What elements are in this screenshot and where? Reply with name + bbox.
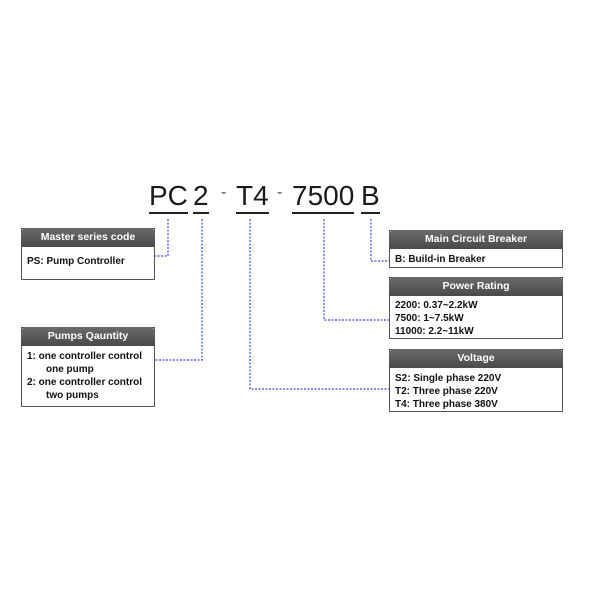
master-series-line: PS: Pump Controller (27, 256, 125, 267)
code-segment-voltage: T4 (236, 180, 269, 214)
power-rating-line: 11000: 2.2~11kW (395, 326, 474, 337)
code-segment-breaker: B (361, 180, 380, 214)
power-rating-box: Power Rating 2200: 0.37~2.2kW 7500: 1~7.… (389, 277, 563, 339)
code-voltage-text: T4 (236, 180, 269, 211)
pumps-quantity-title: Pumps Qauntity (21, 327, 155, 346)
voltage-box: Voltage S2: Single phase 220V T2: Three … (389, 349, 563, 412)
underline (193, 212, 209, 214)
power-rating-title: Power Rating (389, 277, 563, 296)
power-rating-line: 7500: 1~7.5kW (395, 313, 464, 324)
pumps-quantity-line: 1: one controller control (27, 351, 143, 362)
connector-breaker (370, 219, 389, 262)
voltage-title: Voltage (389, 349, 563, 368)
code-segment-quantity: 2 (193, 180, 209, 214)
code-segment-power: 7500 (292, 180, 355, 214)
pumps-quantity-line: one pump (46, 364, 94, 375)
code-segment-series: PC (149, 180, 188, 214)
voltage-line: T2: Three phase 220V (395, 386, 498, 397)
pumps-quantity-box: Pumps Qauntity 1: one controller control… (21, 327, 155, 407)
breaker-box: Main Circuit Breaker B: Build-in Breaker (389, 230, 563, 268)
underline (149, 212, 188, 214)
connector-master (155, 219, 169, 257)
master-series-box: Master series code PS: Pump Controller (21, 228, 155, 280)
connector-pumps (155, 219, 203, 361)
code-power-text: 7500 (292, 180, 355, 211)
breaker-title: Main Circuit Breaker (389, 230, 563, 249)
underline (236, 212, 269, 214)
underline (292, 212, 355, 214)
pumps-quantity-line: 2: one controller control (27, 377, 143, 388)
pumps-quantity-line: two pumps (46, 390, 99, 401)
connector-voltage (249, 219, 389, 390)
voltage-line: T4: Three phase 380V (395, 399, 498, 410)
power-rating-line: 2200: 0.37~2.2kW (395, 300, 478, 311)
code-quantity-text: 2 (193, 180, 209, 211)
code-separator: - (277, 184, 283, 201)
code-breaker-text: B (361, 180, 380, 211)
code-separator: - (221, 184, 227, 201)
master-series-title: Master series code (21, 228, 155, 247)
underline (361, 212, 380, 214)
code-series-text: PC (149, 180, 188, 211)
connector-power (323, 219, 389, 321)
voltage-line: S2: Single phase 220V (395, 373, 502, 384)
breaker-line: B: Build-in Breaker (395, 254, 486, 265)
